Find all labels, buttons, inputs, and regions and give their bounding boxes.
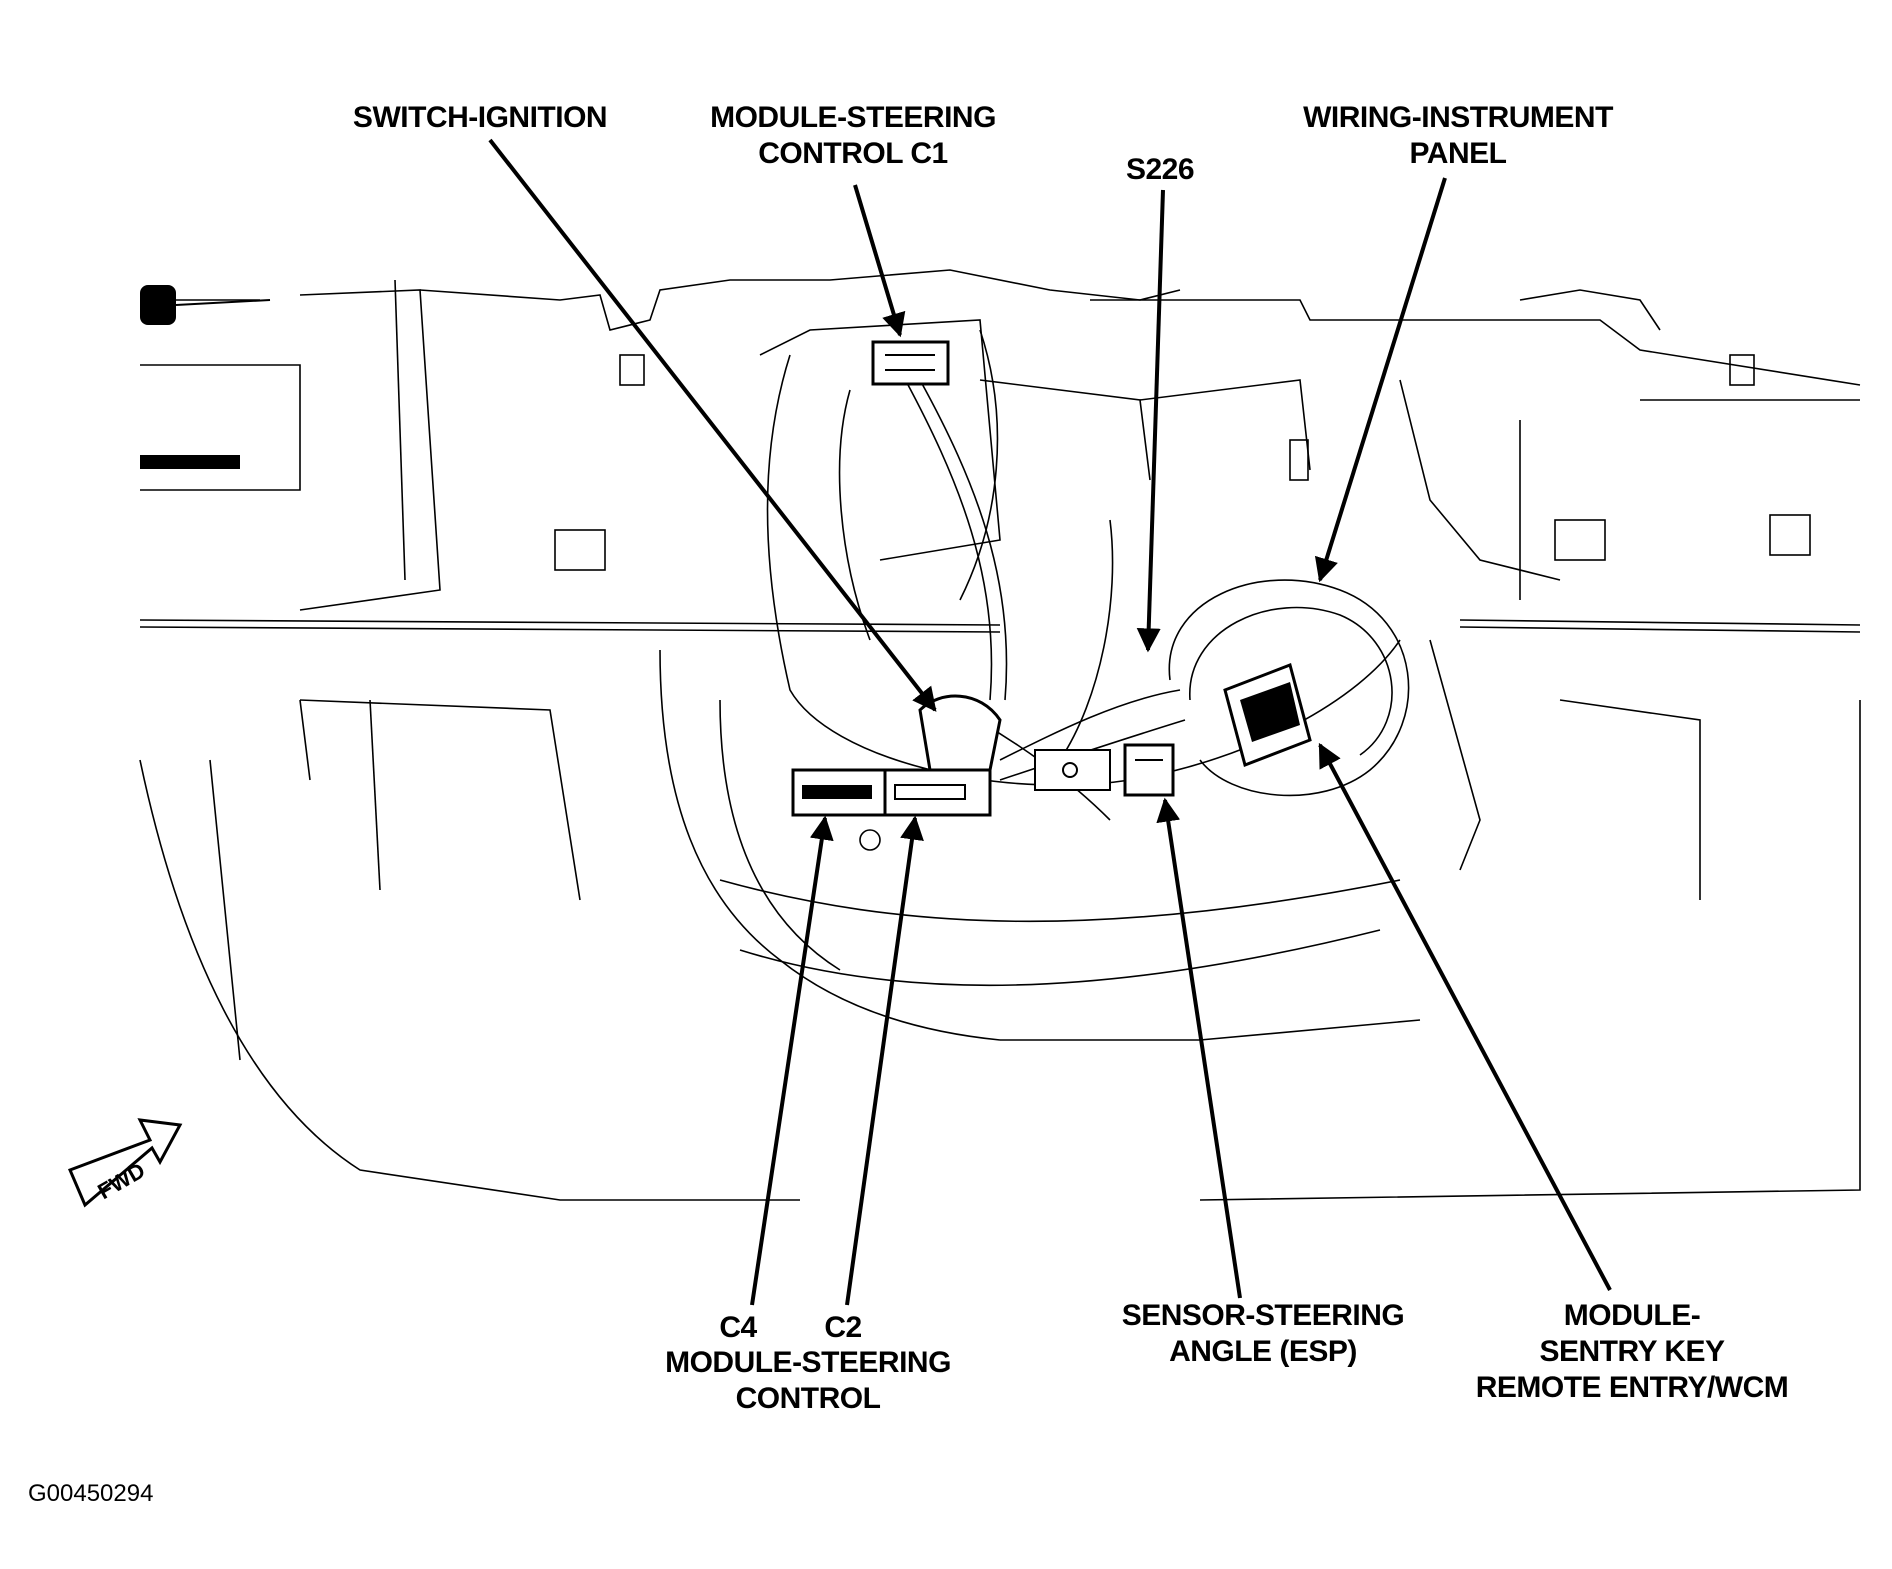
label-c4-text: C4 xyxy=(719,1311,757,1344)
label-s226-text: S226 xyxy=(1125,153,1195,186)
label-line: CONTROL xyxy=(735,1382,881,1415)
figure-id: G00450294 xyxy=(28,1480,154,1507)
connector-sentry-key-module xyxy=(1223,663,1312,767)
label-s226: S226 xyxy=(1125,152,1195,188)
leader-sentry-key xyxy=(1318,742,1612,1291)
leader-lines xyxy=(488,138,1612,1306)
label-line: SENTRY KEY xyxy=(1539,1335,1725,1368)
label-line: MODULE-STEERING xyxy=(665,1346,951,1379)
label-line: SENSOR-STEERING xyxy=(1121,1299,1405,1332)
label-line: WIRING-INSTRUMENT xyxy=(1303,101,1613,134)
leader-c1 xyxy=(853,184,906,338)
label-line: CONTROL C1 xyxy=(758,137,948,170)
leader-switch-ignition xyxy=(488,138,937,712)
leader-wiring-panel xyxy=(1314,177,1447,583)
label-module-steering-control: MODULE-STEERING CONTROL xyxy=(665,1345,951,1417)
label-c2-text: C2 xyxy=(824,1311,862,1344)
dashboard-outline xyxy=(139,269,1861,1201)
connector-steering-angle-sensor xyxy=(1034,743,1175,797)
leader-s226 xyxy=(1136,189,1165,653)
label-module-steering-control-c1: MODULE-STEERING CONTROL C1 xyxy=(710,100,996,172)
label-line: ANGLE (ESP) xyxy=(1169,1335,1357,1368)
connector-c1 xyxy=(871,340,950,386)
connector-c2 xyxy=(883,768,992,817)
label-line: REMOTE ENTRY/WCM xyxy=(1475,1371,1789,1404)
label-line: PANEL xyxy=(1409,137,1507,170)
label-module-sentry-key: MODULE- SENTRY KEY REMOTE ENTRY/WCM xyxy=(1476,1298,1789,1406)
label-wiring-instrument-panel: WIRING-INSTRUMENT PANEL xyxy=(1303,100,1613,172)
label-switch-ignition: SWITCH-IGNITION xyxy=(352,100,608,136)
label-line: MODULE- xyxy=(1563,1299,1701,1332)
panel-slot xyxy=(140,455,240,469)
label-switch-ignition-text: SWITCH-IGNITION xyxy=(352,101,608,134)
connector-c4 xyxy=(791,768,887,817)
leader-c2 xyxy=(845,815,924,1306)
label-line: MODULE-STEERING xyxy=(710,101,996,134)
leader-sensor-steering xyxy=(1156,797,1242,1299)
fwd-arrow-icon: FWD xyxy=(68,1118,183,1208)
label-sensor-steering-angle: SENSOR-STEERING ANGLE (ESP) xyxy=(1122,1298,1405,1370)
label-c4: C4 xyxy=(719,1310,757,1346)
label-c2: C2 xyxy=(824,1310,862,1346)
leader-c4 xyxy=(750,815,834,1306)
knob-icon xyxy=(140,285,271,325)
